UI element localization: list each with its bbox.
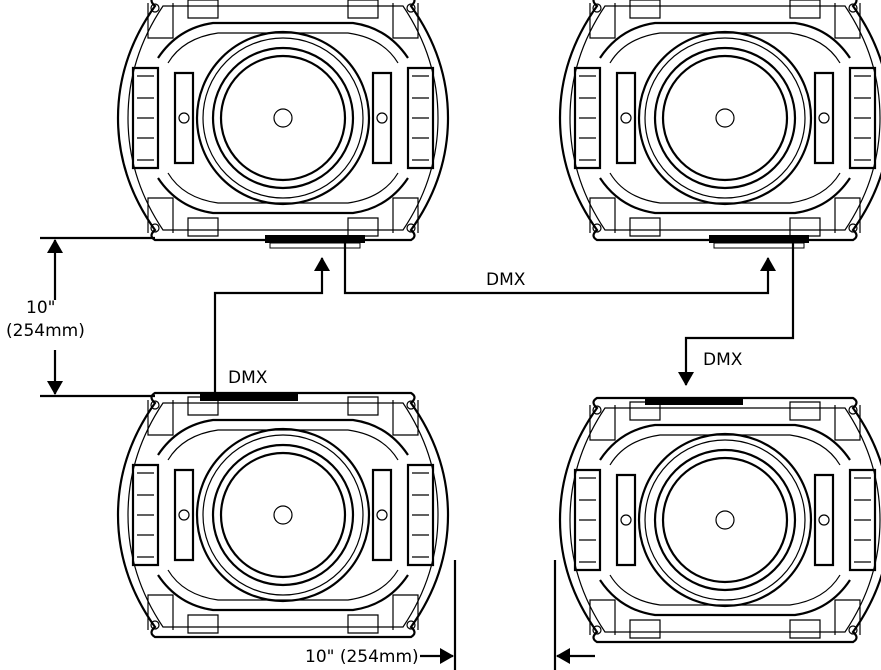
- horizontal-dimension-label: 10" (254mm): [305, 647, 419, 667]
- vertical-dimension: [40, 236, 155, 398]
- fixture-top-right: [558, 0, 881, 242]
- dmx-label-top: DMX: [486, 270, 526, 290]
- vertical-dimension-mm: (254mm): [6, 321, 85, 341]
- vertical-dimension-inches: 10": [26, 298, 55, 318]
- dmx-line-left: [213, 257, 330, 393]
- fixture-bottom-right: [558, 396, 881, 644]
- dmx-line-right: [678, 243, 795, 386]
- fixture-bottom-left: [116, 391, 450, 639]
- dmx-label-right: DMX: [703, 350, 743, 370]
- connector-block-bottom-right: [645, 397, 743, 405]
- horizontal-dimension: [420, 560, 595, 670]
- connector-block-top-left: [265, 235, 365, 249]
- connector-block-bottom-left: [200, 393, 298, 401]
- connector-block-top-right: [709, 235, 809, 249]
- dmx-label-left: DMX: [228, 368, 268, 388]
- fixture-top-left: [116, 0, 450, 242]
- dmx-line-top: [343, 243, 776, 295]
